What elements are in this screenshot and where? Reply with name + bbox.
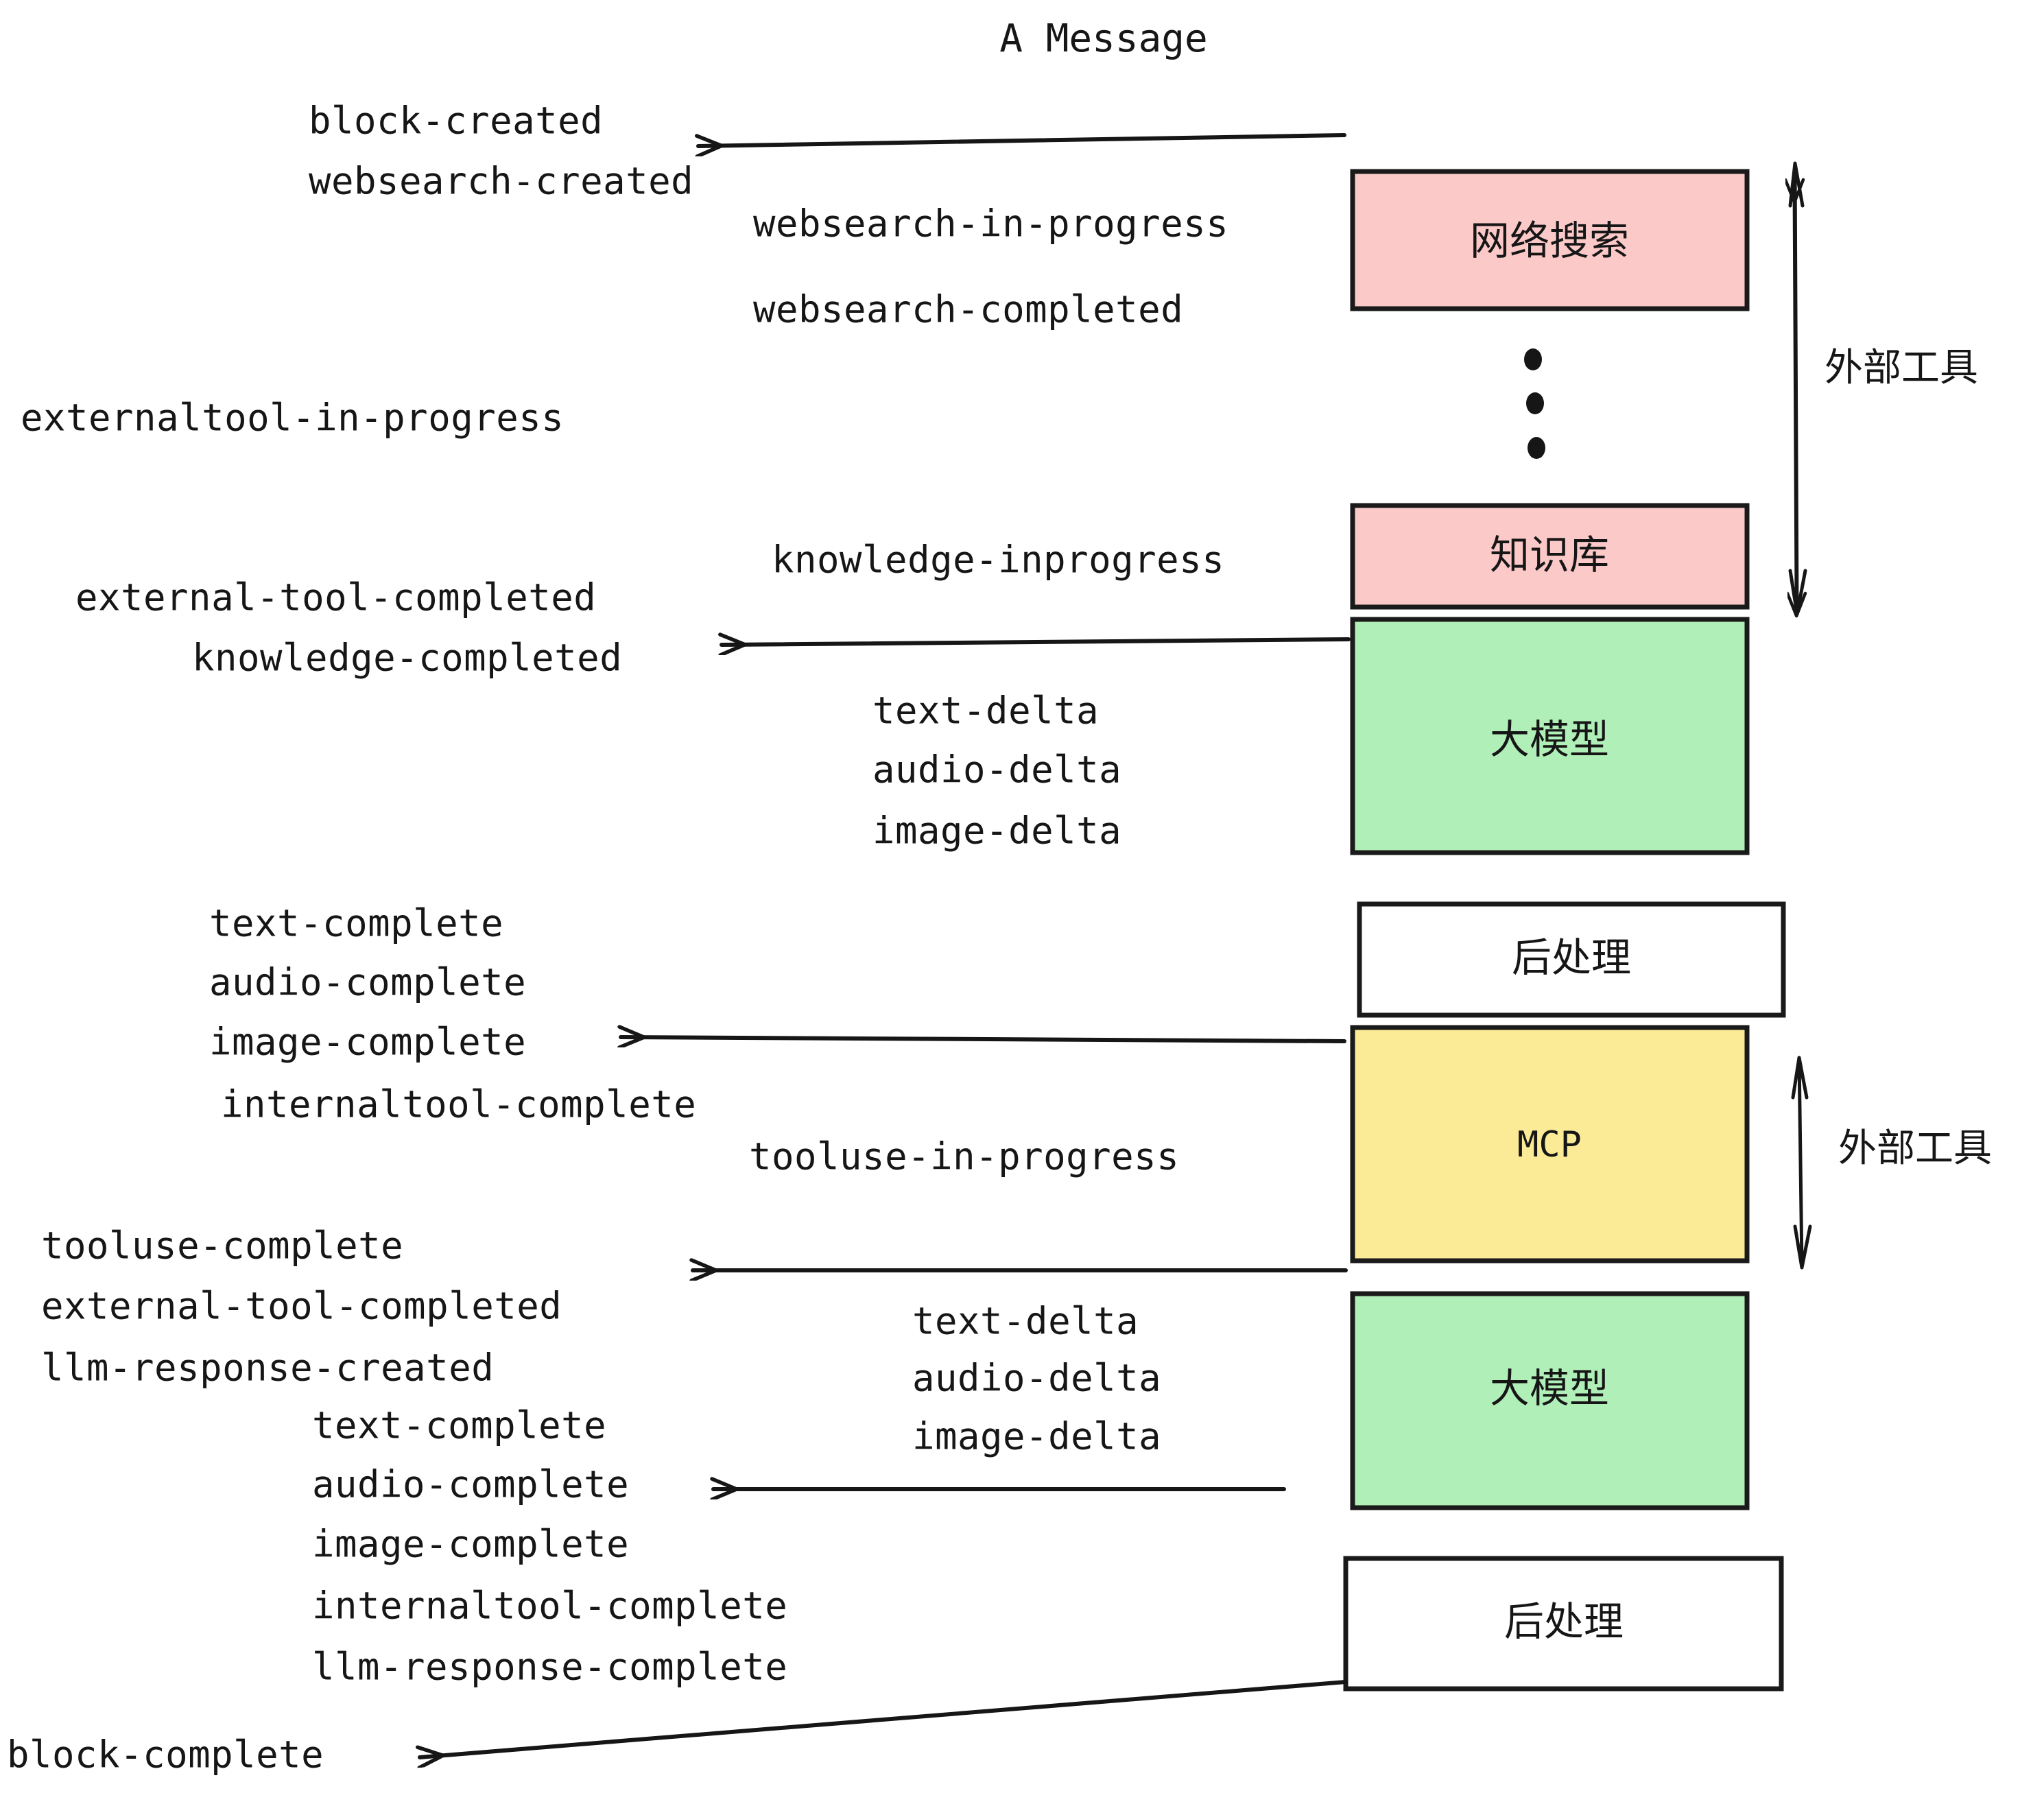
- event-knowledge-completed: knowledge-completed: [192, 637, 622, 680]
- event-internaltool-complete-2: internaltool-complete: [312, 1585, 787, 1628]
- box-llm-1[interactable]: 大模型: [1350, 617, 1750, 855]
- event-external-tool-completed-1: external-tool-completed: [75, 576, 596, 619]
- box-postprocess-1[interactable]: 后处理: [1357, 901, 1786, 1018]
- box-knowledge-rect: [1350, 503, 1750, 610]
- box-llm-2-label: 大模型: [1490, 1365, 1609, 1412]
- event-text-complete-1: text-complete: [209, 902, 503, 945]
- event-image-delta-1: image-delta: [872, 809, 1121, 853]
- box-mcp[interactable]: MCP: [1350, 1025, 1750, 1263]
- ellipsis-dots: [1524, 348, 1545, 459]
- external-tools-range-top-arrow: [1790, 161, 1807, 615]
- event-internaltool-complete-1: internaltool-complete: [221, 1083, 696, 1126]
- event-block-created: block-created: [309, 99, 603, 143]
- event-llm-response-complete: llm-response-complete: [312, 1646, 787, 1689]
- box-mcp-label: MCP: [1517, 1124, 1582, 1165]
- event-tooluse-in-progress: tooluse-in-progress: [749, 1135, 1179, 1178]
- event-llm-response-created: llm-response-created: [41, 1346, 494, 1390]
- box-llm-1-label: 大模型: [1490, 716, 1609, 763]
- dot-2: [1526, 392, 1544, 414]
- box-postprocess-1-label: 后处理: [1512, 934, 1631, 981]
- event-knowledge-inprogress: knowledge-inprogress: [772, 538, 1224, 582]
- event-externaltool-in-progress: externaltool-in-progress: [21, 396, 564, 440]
- box-websearch[interactable]: 网络搜索: [1350, 169, 1750, 311]
- event-image-complete-2: image-complete: [312, 1523, 629, 1566]
- arrow-knowledge-to-completed: [722, 639, 1351, 645]
- event-tooluse-complete: tooluse-complete: [41, 1224, 403, 1268]
- event-audio-delta-2: audio-delta: [912, 1357, 1161, 1400]
- box-knowledge-label: 知识库: [1490, 532, 1609, 578]
- box-postprocess-2[interactable]: 后处理: [1343, 1556, 1784, 1692]
- event-audio-complete-2: audio-complete: [312, 1463, 629, 1506]
- range-arrow-bottom-head-down: [1793, 1224, 1812, 1270]
- event-block-complete: block-complete: [7, 1733, 324, 1777]
- arrow-llm1-to-image-complete: [621, 1037, 1346, 1041]
- range-arrow-top-line: [1793, 163, 1799, 615]
- page-title: A Message: [999, 16, 1207, 61]
- event-external-tool-completed-2: external-tool-completed: [41, 1285, 562, 1328]
- event-text-delta-2: text-delta: [912, 1300, 1139, 1343]
- event-image-complete-1: image-complete: [209, 1021, 526, 1064]
- box-knowledge[interactable]: 知识库: [1350, 503, 1750, 610]
- box-postprocess-2-rect: [1343, 1556, 1784, 1692]
- event-image-delta-2: image-delta: [912, 1415, 1161, 1458]
- range-arrow-bottom-line: [1797, 1056, 1804, 1268]
- arrow-postprocess2-to-block-complete: [420, 1680, 1348, 1757]
- dot-3: [1528, 437, 1545, 459]
- dot-1: [1524, 348, 1542, 370]
- box-websearch-label: 网络搜索: [1470, 217, 1629, 264]
- event-websearch-created: websearch-created: [309, 160, 693, 203]
- box-llm-2-rect: [1350, 1291, 1750, 1510]
- box-llm-1-rect: [1350, 617, 1750, 855]
- event-text-complete-2: text-complete: [312, 1404, 606, 1447]
- event-websearch-completed: websearch-completed: [753, 288, 1183, 331]
- range-arrow-bottom-head-up: [1791, 1056, 1809, 1100]
- box-websearch-rect: [1350, 169, 1750, 311]
- event-audio-delta-1: audio-delta: [872, 748, 1121, 792]
- event-text-delta-1: text-delta: [872, 689, 1099, 733]
- side-label-external-tools-bottom: 外部工具: [1838, 1126, 1992, 1171]
- event-audio-complete-1: audio-complete: [209, 961, 526, 1004]
- box-postprocess-1-rect: [1357, 901, 1786, 1018]
- box-llm-2[interactable]: 大模型: [1350, 1291, 1750, 1510]
- event-websearch-in-progress: websearch-in-progress: [753, 202, 1228, 246]
- box-postprocess-2-label: 后处理: [1504, 1598, 1624, 1645]
- side-label-external-tools-top: 外部工具: [1825, 346, 1978, 390]
- external-tools-range-bottom-arrow: [1791, 1056, 1812, 1270]
- box-mcp-rect: [1350, 1025, 1750, 1263]
- arrow-websearch-to-block-created: [698, 133, 1346, 146]
